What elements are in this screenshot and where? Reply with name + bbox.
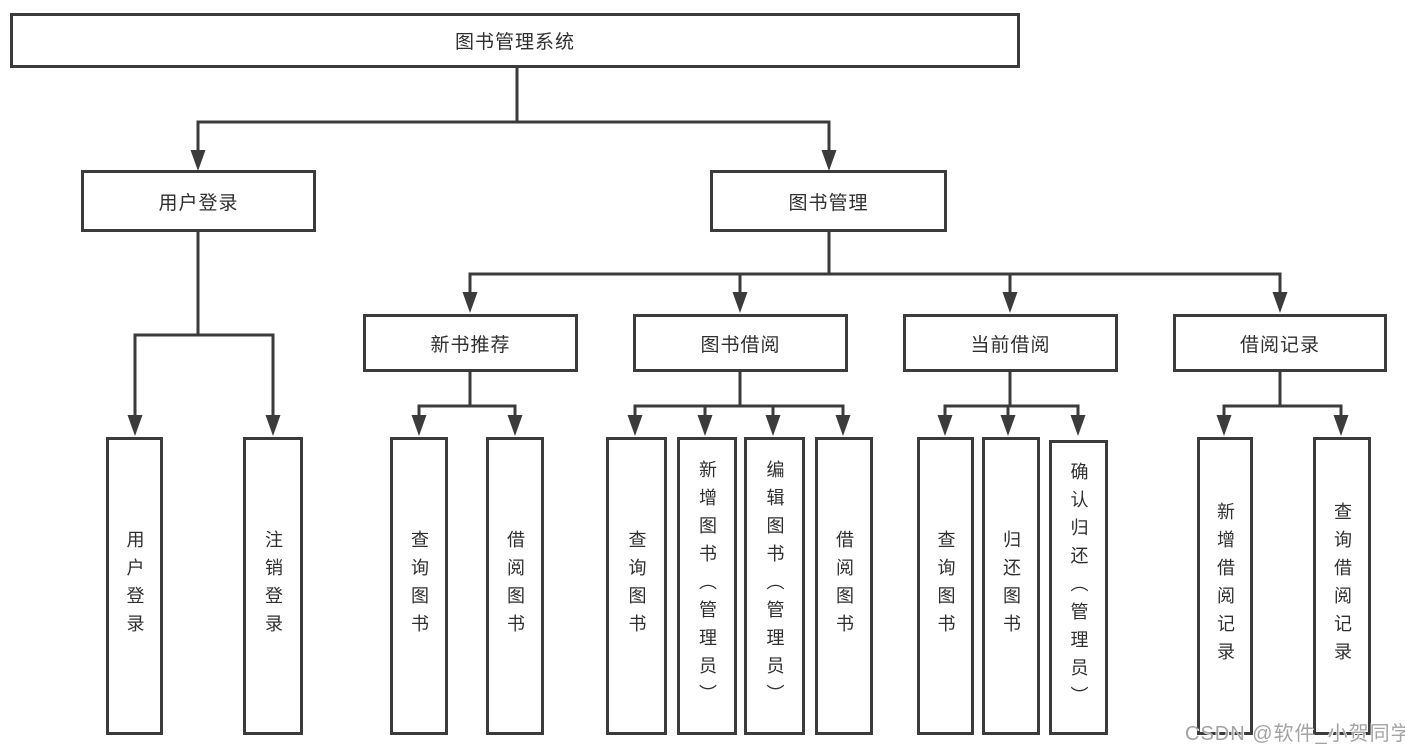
node-login: 用户登录 <box>106 437 163 735</box>
node-label: 确认归还（管理员） <box>1068 461 1089 714</box>
node-user-login: 用户登录 <box>81 170 316 232</box>
node-new-book-recommend: 新书推荐 <box>363 314 578 372</box>
node-current-borrowing: 当前借阅 <box>903 314 1118 372</box>
node-label: 注销登录 <box>263 530 283 642</box>
node-label: 查询图书 <box>935 530 956 642</box>
node-label: 图书管理系统 <box>454 32 575 53</box>
node-borrowing-records: 借阅记录 <box>1173 314 1387 372</box>
node-query-books-borrow: 查询图书 <box>606 437 667 735</box>
node-label: 新书推荐 <box>430 334 511 356</box>
node-label: 新增图书（管理员） <box>697 460 717 712</box>
node-library-management-system: 图书管理系统 <box>10 13 1020 68</box>
node-confirm-return-admin: 确认归还（管理员） <box>1049 440 1108 735</box>
node-add-borrow-record: 新增借阅记录 <box>1197 437 1253 735</box>
node-label: 借阅图书 <box>834 530 854 642</box>
node-query-books-current: 查询图书 <box>917 437 974 735</box>
node-add-books-admin: 新增图书（管理员） <box>677 437 737 735</box>
node-label: 图书管理 <box>788 192 869 214</box>
node-label: 用户登录 <box>158 192 239 214</box>
node-label: 图书借阅 <box>700 334 781 356</box>
node-label: 查询图书 <box>626 530 647 642</box>
node-borrow-books-recommend: 借阅图书 <box>486 437 544 735</box>
csdn-watermark: CSDN @软件_小贺同学 <box>1185 723 1405 745</box>
node-query-books-recommend: 查询图书 <box>390 437 448 735</box>
node-query-borrow-record: 查询借阅记录 <box>1313 437 1371 735</box>
node-borrow-books: 借阅图书 <box>815 437 873 735</box>
node-return-books: 归还图书 <box>982 437 1040 735</box>
node-label: 借阅图书 <box>505 530 525 642</box>
node-logout: 注销登录 <box>243 437 303 735</box>
node-label: 用户登录 <box>124 530 145 642</box>
node-label: 借阅记录 <box>1239 334 1320 356</box>
node-edit-books-admin: 编辑图书（管理员） <box>744 437 805 735</box>
node-label: 当前借阅 <box>970 334 1051 356</box>
node-book-management: 图书管理 <box>710 170 947 232</box>
node-label: 查询借阅记录 <box>1332 502 1352 670</box>
node-label: 查询图书 <box>409 530 429 642</box>
node-label: 编辑图书（管理员） <box>764 460 785 712</box>
node-book-borrowing: 图书借阅 <box>633 314 848 372</box>
node-label: 归还图书 <box>1001 530 1021 642</box>
node-label: 新增借阅记录 <box>1215 502 1235 670</box>
